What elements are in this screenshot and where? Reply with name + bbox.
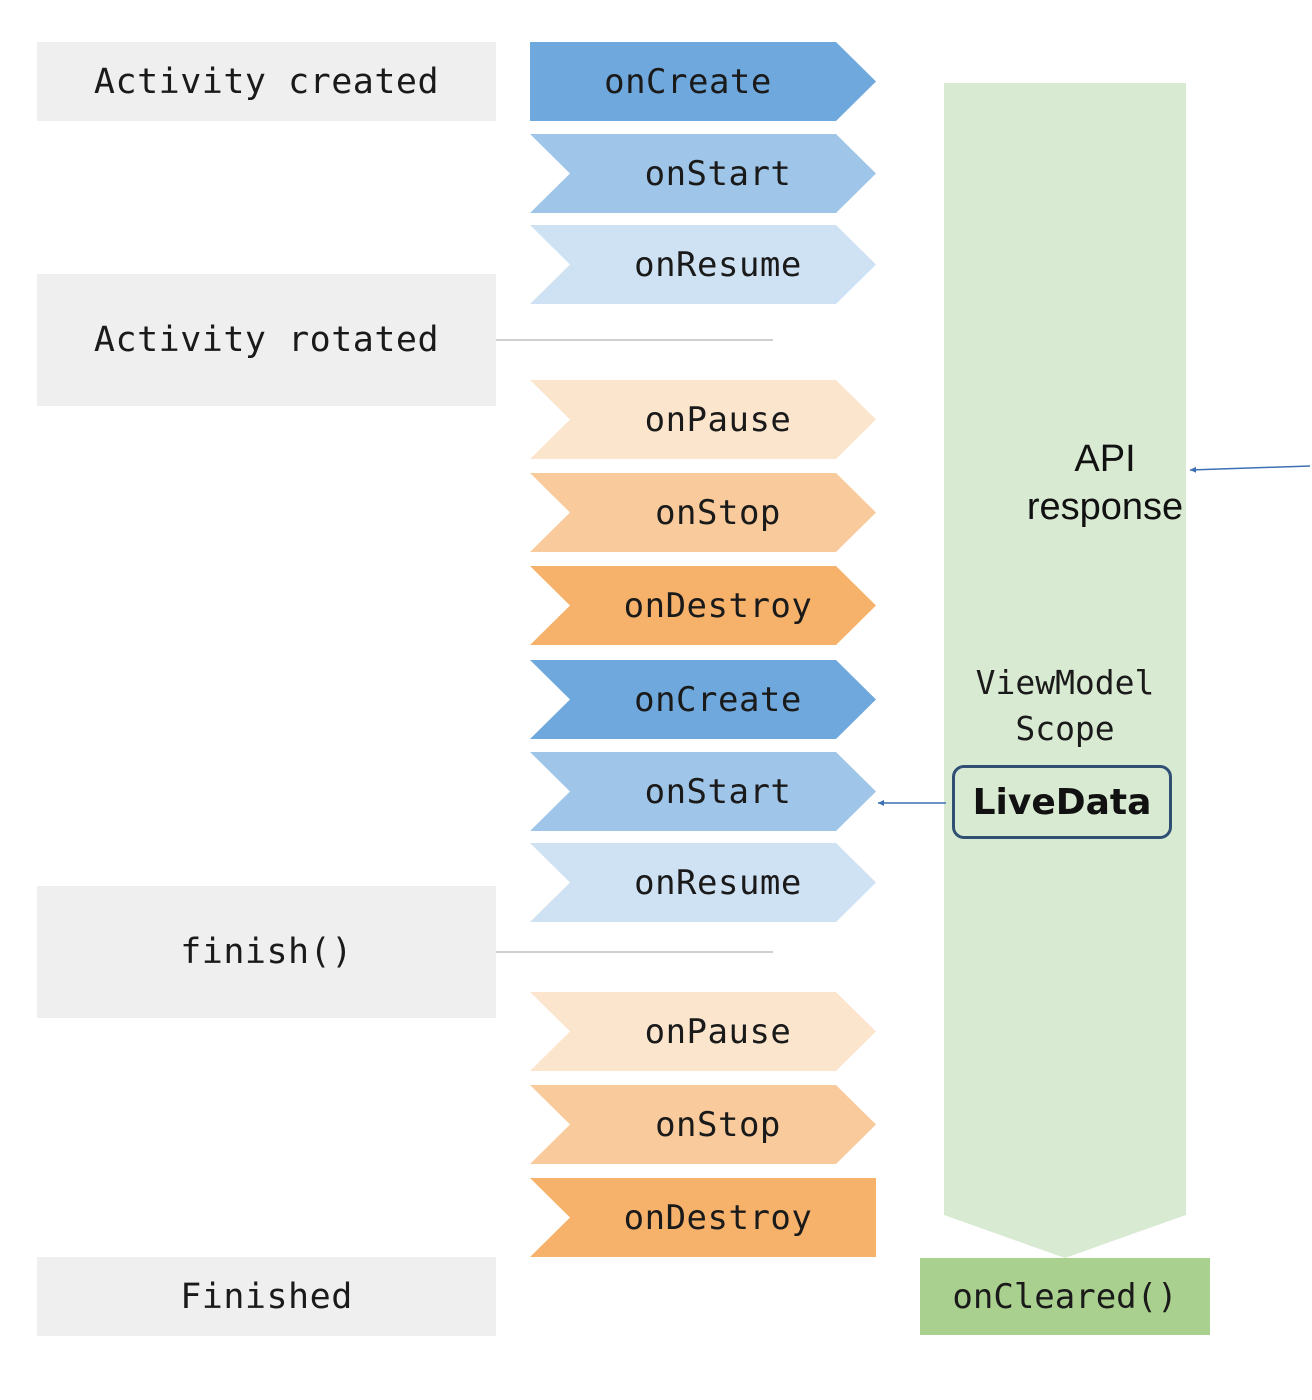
lifecycle-step-onstart-first: onStart — [530, 134, 876, 213]
api-response-line1: API — [1074, 438, 1136, 480]
lifecycle-step-label: onStop — [655, 492, 781, 533]
chevron-shape — [530, 1085, 876, 1164]
chevron-shape — [530, 225, 876, 304]
chevron-fill — [530, 1085, 876, 1164]
chevron-shape — [530, 992, 876, 1071]
viewmodel-scope-label-line2: Scope — [1015, 709, 1115, 748]
lifecycle-step-label: onCreate — [634, 679, 802, 720]
lifecycle-step-onstop-first: onStop — [530, 473, 876, 552]
api-response-arrow — [1189, 465, 1311, 473]
lifecycle-step-label: onPause — [644, 1011, 792, 1052]
chevron-shape — [530, 566, 876, 645]
chevron-fill — [530, 473, 876, 552]
chevron-fill — [530, 225, 876, 304]
chevron-shape — [530, 843, 876, 922]
lifecycle-step-onresume-first: onResume — [530, 225, 876, 304]
chevron-fill — [530, 660, 876, 739]
livedata-box: LiveData — [952, 765, 1172, 839]
lifecycle-step-label: onPause — [644, 399, 792, 440]
lifecycle-step-label: onStart — [644, 771, 792, 812]
chevron-shape — [530, 752, 876, 831]
lifecycle-step-ondestroy-second: onDestroy — [530, 1178, 876, 1257]
lifecycle-step-oncreate-second: onCreate — [530, 660, 876, 739]
chevron-shape — [530, 660, 876, 739]
lifecycle-step-onpause-second: onPause — [530, 992, 876, 1071]
lifecycle-step-onresume-second: onResume — [530, 843, 876, 922]
lifecycle-step-label: onCreate — [604, 61, 772, 102]
viewmodel-scope-label: ViewModel Scope — [944, 660, 1186, 752]
chevron-fill — [530, 42, 876, 121]
connector-line-finish — [496, 951, 773, 953]
chevron-fill — [530, 566, 876, 645]
viewmodel-scope-shape — [944, 83, 1186, 1258]
lifecycle-step-onpause-first: onPause — [530, 380, 876, 459]
chevron-fill — [530, 752, 876, 831]
chevron-shape — [530, 134, 876, 213]
viewmodel-scope-label-line1: ViewModel — [975, 663, 1155, 702]
chevron-fill — [530, 134, 876, 213]
api-response-label: API response — [1005, 435, 1205, 531]
state-finished: Finished — [37, 1257, 496, 1336]
lifecycle-step-label: onDestroy — [623, 1197, 813, 1238]
chevron-fill — [530, 992, 876, 1071]
connector-line-rotated — [496, 339, 773, 341]
lifecycle-step-onstart-second: onStart — [530, 752, 876, 831]
state-finish: finish() — [37, 886, 496, 1018]
lifecycle-step-label: onStop — [655, 1104, 781, 1145]
chevron-shape — [530, 1178, 876, 1257]
lifecycle-step-label: onStart — [644, 153, 792, 194]
lifecycle-step-label: onDestroy — [623, 585, 813, 626]
chevron-shape — [530, 380, 876, 459]
lifecycle-step-label: onResume — [634, 862, 802, 903]
chevron-fill — [530, 380, 876, 459]
chevron-shape — [530, 42, 876, 121]
oncleared-box: onCleared() — [920, 1258, 1210, 1335]
lifecycle-step-onstop-second: onStop — [530, 1085, 876, 1164]
chevron-fill — [530, 843, 876, 922]
state-activity-rotated: Activity rotated — [37, 274, 496, 406]
api-response-line2: response — [1026, 486, 1184, 528]
chevron-fill — [530, 1178, 876, 1257]
lifecycle-step-oncreate-first: onCreate — [530, 42, 876, 121]
lifecycle-step-label: onResume — [634, 244, 802, 285]
chevron-shape — [530, 473, 876, 552]
lifecycle-step-ondestroy-first: onDestroy — [530, 566, 876, 645]
state-activity-created: Activity created — [37, 42, 496, 121]
